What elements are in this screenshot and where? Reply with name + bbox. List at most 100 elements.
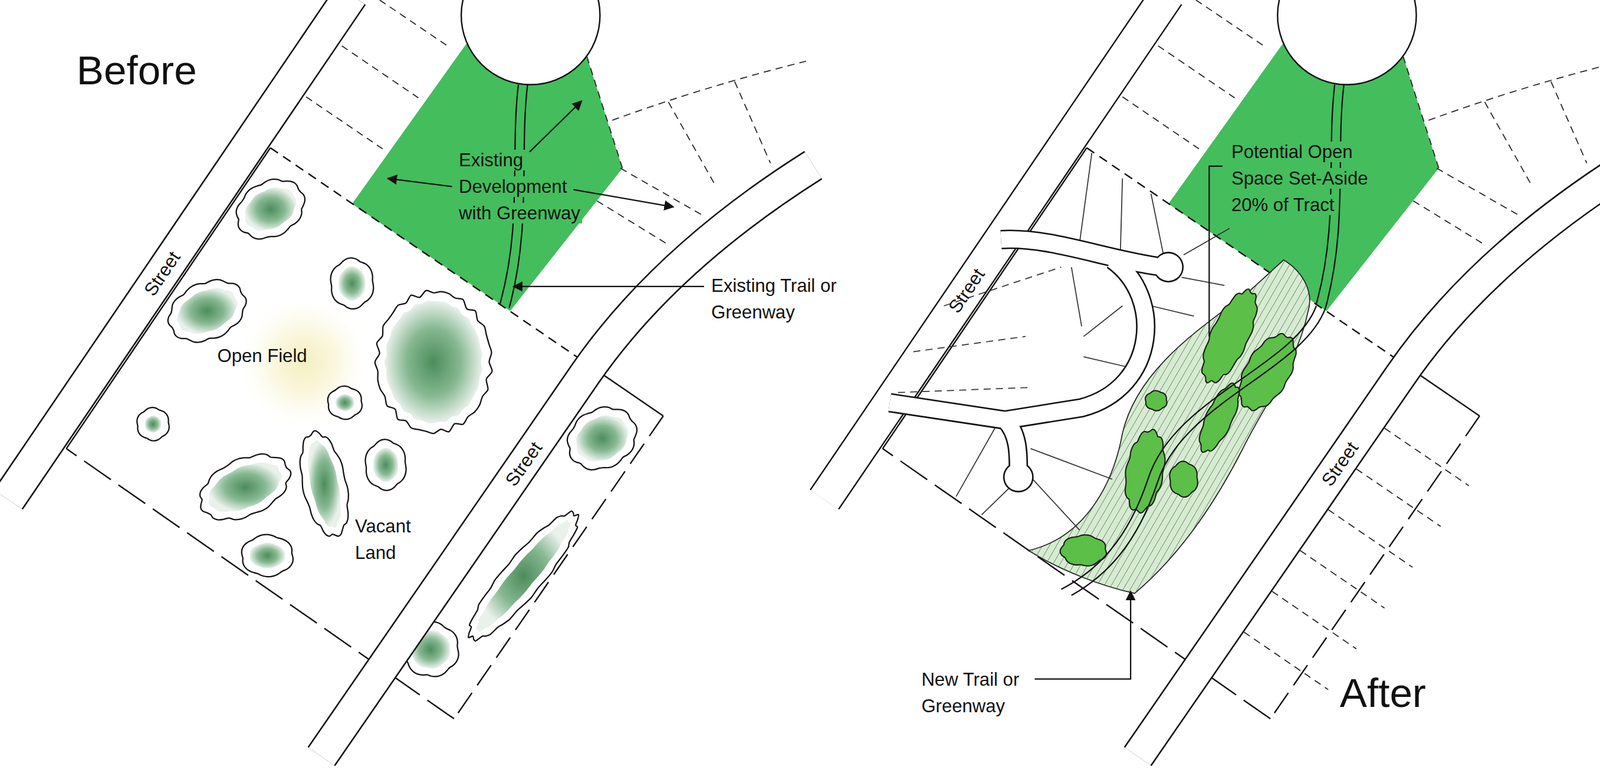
after-subdivision bbox=[898, 152, 1326, 596]
lot-line bbox=[1413, 201, 1485, 245]
lot-line bbox=[586, 56, 623, 169]
street bbox=[824, 0, 1168, 500]
lot-line bbox=[1122, 96, 1199, 149]
leader-line bbox=[513, 286, 705, 288]
lot-line bbox=[1272, 591, 1357, 650]
lot-line bbox=[1428, 61, 1600, 121]
cul-de-sac bbox=[461, 0, 600, 85]
tree-clump bbox=[249, 543, 285, 570]
map-label: Existing Trail or Greenway bbox=[711, 272, 842, 326]
tree-clump bbox=[335, 393, 355, 412]
street bbox=[8, 0, 351, 500]
label-text: After bbox=[1339, 669, 1427, 716]
road bbox=[1004, 260, 1146, 420]
map-label: Open Field bbox=[217, 342, 308, 370]
road bbox=[889, 402, 1019, 469]
street-edge bbox=[321, 165, 814, 757]
lot-line bbox=[1079, 152, 1093, 243]
lot-line bbox=[955, 428, 995, 497]
tree-clump-outline bbox=[199, 454, 291, 521]
cul-de-sac-edge bbox=[1152, 251, 1184, 283]
street-edge bbox=[824, 0, 1168, 500]
lot-line bbox=[734, 81, 771, 163]
tree-clump-outline bbox=[168, 279, 247, 343]
map-label: Vacant Land bbox=[355, 513, 429, 567]
lot-line bbox=[1151, 194, 1164, 255]
tree-clump bbox=[1145, 390, 1168, 411]
street-label: Street bbox=[498, 436, 549, 492]
street-label: Street bbox=[941, 263, 992, 319]
map-label: Potential Open Space Set-Aside 20% of Tr… bbox=[1229, 138, 1373, 219]
label-text: Potential Open Space Set-Aside 20% of Tr… bbox=[1229, 141, 1370, 216]
panel-title: After bbox=[1339, 663, 1427, 723]
street-label: Street bbox=[1315, 436, 1366, 492]
lot-line bbox=[342, 46, 419, 98]
tree-clump-outline bbox=[300, 431, 349, 537]
lot-line bbox=[1032, 479, 1080, 531]
lot-line bbox=[1403, 56, 1439, 169]
lot-line bbox=[1300, 550, 1385, 609]
lot-line bbox=[1083, 306, 1123, 337]
street bbox=[321, 165, 814, 757]
after-roads-fill bbox=[889, 239, 1183, 492]
before-panel bbox=[8, 0, 814, 757]
tree-clump-outline bbox=[241, 534, 294, 577]
label-text: Vacant Land bbox=[355, 516, 412, 564]
lot-line bbox=[1181, 277, 1225, 286]
cul-de-sac bbox=[1004, 463, 1033, 492]
lot-line bbox=[1158, 46, 1235, 98]
tree-clump bbox=[1125, 429, 1166, 514]
tree-clump bbox=[176, 288, 238, 335]
cul-de-sac-edge bbox=[1003, 461, 1034, 493]
lot-line bbox=[1196, 0, 1266, 48]
lot-line bbox=[1071, 267, 1082, 327]
tree-clump-outline bbox=[236, 179, 305, 240]
tree-clump-outline bbox=[375, 290, 493, 435]
streets bbox=[824, 0, 1600, 757]
tree-clump bbox=[307, 440, 341, 528]
leader-line bbox=[1034, 591, 1131, 680]
cul-de-sac bbox=[1277, 0, 1416, 85]
leader-line bbox=[529, 100, 582, 152]
street bbox=[824, 0, 1168, 500]
lot-line bbox=[1484, 102, 1531, 184]
road-edge bbox=[1004, 260, 1146, 420]
after-panel bbox=[824, 0, 1600, 757]
lot-line bbox=[1151, 306, 1195, 317]
label-text: Before bbox=[76, 47, 197, 94]
lot-line bbox=[898, 387, 1031, 393]
tree-clump bbox=[338, 266, 366, 301]
streets-fill bbox=[824, 0, 1600, 757]
tree-clump bbox=[244, 187, 297, 231]
lot-line bbox=[1030, 448, 1113, 480]
map-label: Existing Development with Greenway bbox=[457, 146, 593, 227]
lot-line bbox=[1356, 468, 1441, 527]
leader-line bbox=[573, 189, 674, 208]
new-trail bbox=[1060, 306, 1317, 590]
tree-clump bbox=[576, 415, 629, 462]
lot-line bbox=[1243, 632, 1329, 691]
label-text: Existing Trail or Greenway bbox=[711, 275, 837, 323]
road-edge bbox=[1000, 239, 1163, 268]
open-space-hatch bbox=[1028, 260, 1310, 594]
tree-clump bbox=[1169, 461, 1198, 498]
label-text: Street bbox=[500, 438, 546, 491]
leader-line bbox=[387, 178, 452, 187]
tree-clump-outline bbox=[365, 439, 407, 491]
label-text: Street bbox=[139, 247, 185, 300]
lot-line bbox=[620, 168, 705, 216]
lot-line bbox=[1384, 428, 1470, 486]
parcel-edge bbox=[66, 448, 454, 719]
label-text: Open Field bbox=[217, 345, 308, 367]
lot-line bbox=[1436, 168, 1521, 216]
lot-line bbox=[612, 61, 807, 121]
label-text: New Trail or Greenway bbox=[921, 669, 1020, 717]
lot-line bbox=[1551, 81, 1588, 163]
tree-clump bbox=[208, 462, 282, 512]
label-text: Street bbox=[944, 264, 989, 317]
tree-clump-outline bbox=[327, 386, 363, 420]
cul-de-sac bbox=[1154, 253, 1183, 282]
leaders bbox=[387, 100, 1222, 679]
open-space-set-aside bbox=[1028, 260, 1310, 594]
